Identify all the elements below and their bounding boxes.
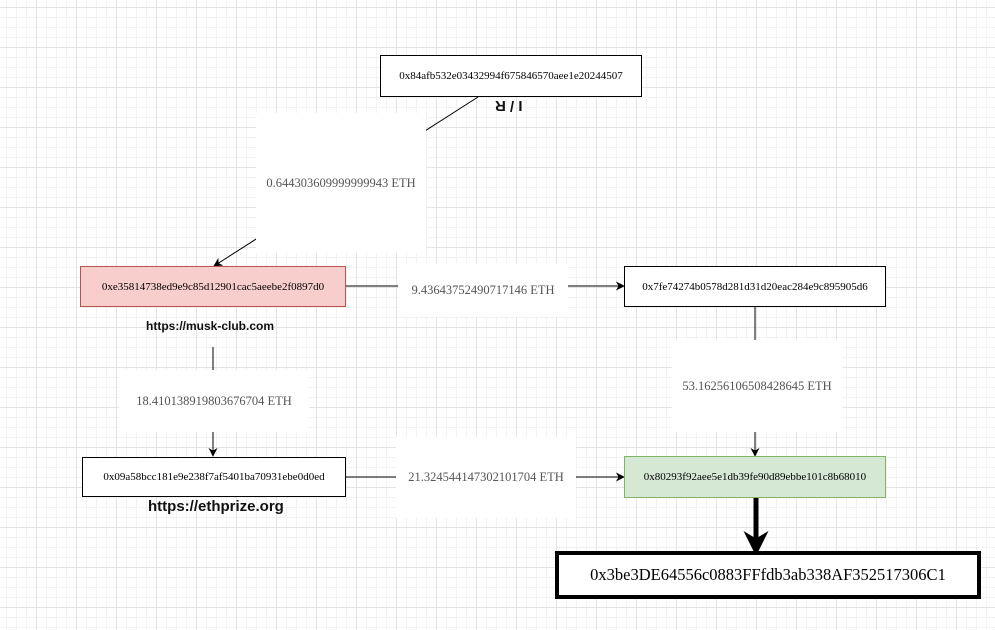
edge-label-red-to-right: 9.43643752490717146 ETH: [398, 263, 568, 317]
edge-label-top-to-red: 0.644303609999999943 ETH: [256, 113, 426, 253]
node-right-address[interactable]: 0x7fe74274b0578d281d31d20eac284e9c895905…: [624, 266, 886, 307]
node-green-address[interactable]: 0x80293f92aee5e1db39fe90d89ebbe101c8b680…: [624, 456, 886, 498]
node-red-address[interactable]: 0xe35814738ed9e9c85d12901cac5aeebe2f0897…: [80, 266, 346, 307]
flipped-mark-text: I / R: [495, 97, 523, 114]
edge-label-right-to-green: 53.16256106508428645 ETH: [672, 340, 842, 432]
edge-label-red-to-left-bottom: 18.410138919803676704 ETH: [119, 370, 309, 432]
node-final-address[interactable]: 0x3be3DE64556c0883FFfdb3ab338AF352517306…: [555, 551, 981, 599]
node-top-address[interactable]: 0x84afb532e03432994f675846570aee1e202445…: [380, 55, 642, 97]
edge-label-left-bottom-to-green: 21.324544147302101704 ETH: [396, 437, 576, 518]
node-left-bottom-address[interactable]: 0x09a58bcc181e9e238f7af5401ba70931ebe0d0…: [82, 457, 346, 497]
ethprize-note: https://ethprize.org: [148, 498, 284, 515]
flipped-mark: I / R: [495, 97, 523, 114]
musk-club-note: https://musk-club.com: [146, 319, 275, 333]
